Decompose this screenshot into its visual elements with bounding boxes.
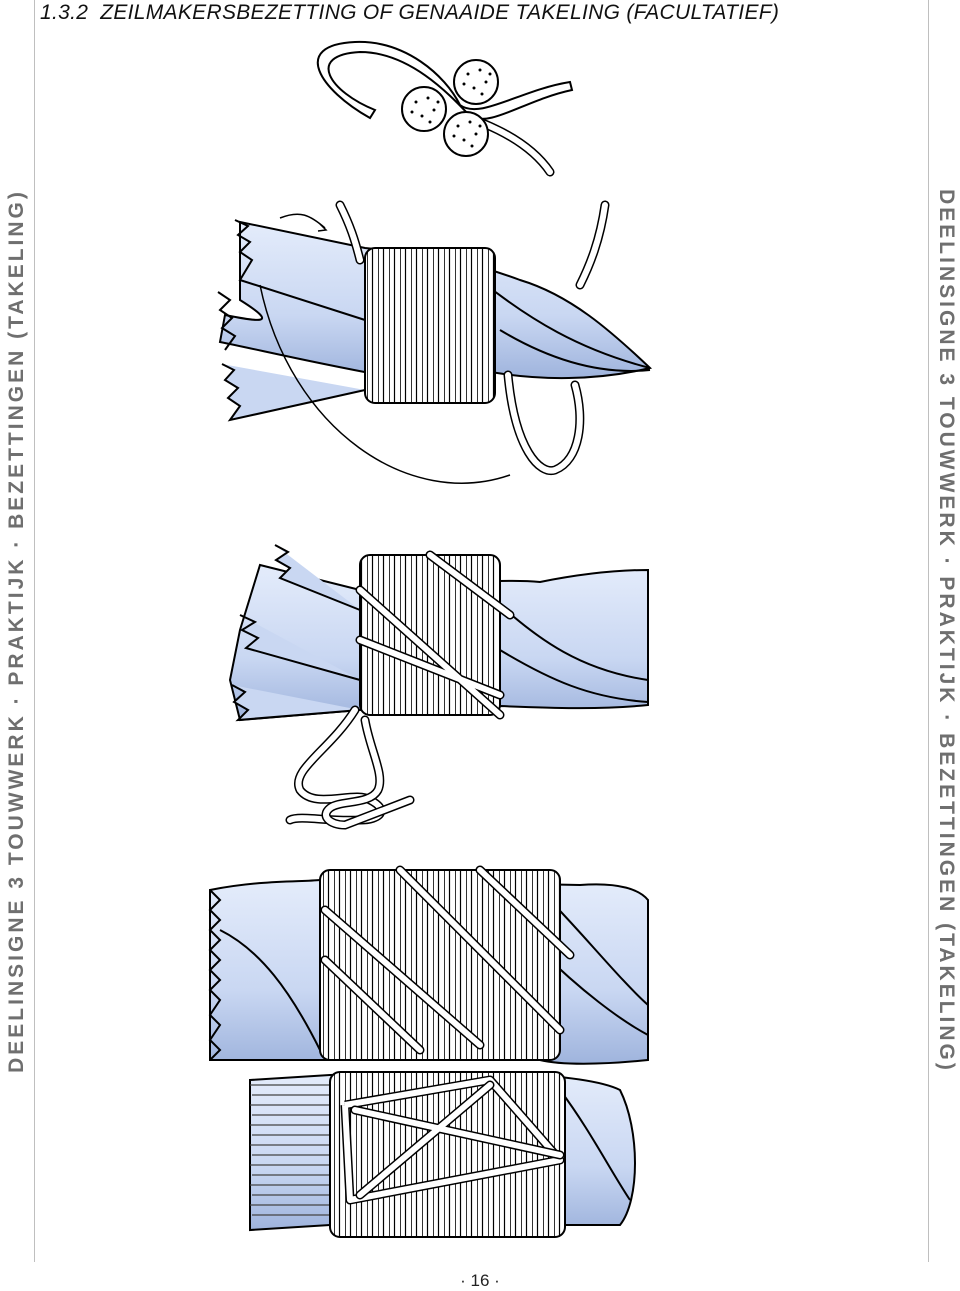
side-label-right-band: DEELINSIGNE 3 TOUWWERK · PRAKTIJK · BEZE…	[928, 0, 960, 1262]
side-label-right: DEELINSIGNE 3 TOUWWERK · PRAKTIJK · BEZE…	[935, 189, 959, 1073]
rope-cross-section	[316, 40, 574, 177]
whipping-illustration	[208, 40, 653, 1238]
section-number: 1.3.2	[40, 1, 89, 24]
side-label-left: DEELINSIGNE 3 TOUWWERK · PRAKTIJK · BEZE…	[5, 189, 29, 1073]
rope-step-one	[217, 200, 653, 484]
rope-step-three	[208, 865, 649, 1065]
rope-step-four	[249, 1071, 636, 1238]
rope-step-two	[228, 544, 649, 830]
section-title: ZEILMAKERSBEZETTING OF GENAAIDE TAKELING…	[100, 1, 780, 24]
side-label-left-band: DEELINSIGNE 3 TOUWWERK · PRAKTIJK · BEZE…	[0, 0, 35, 1262]
page-number: · 16 ·	[460, 1271, 500, 1290]
section-heading: 1.3.2 ZEILMAKERSBEZETTING OF GENAAIDE TAK…	[40, 0, 779, 26]
